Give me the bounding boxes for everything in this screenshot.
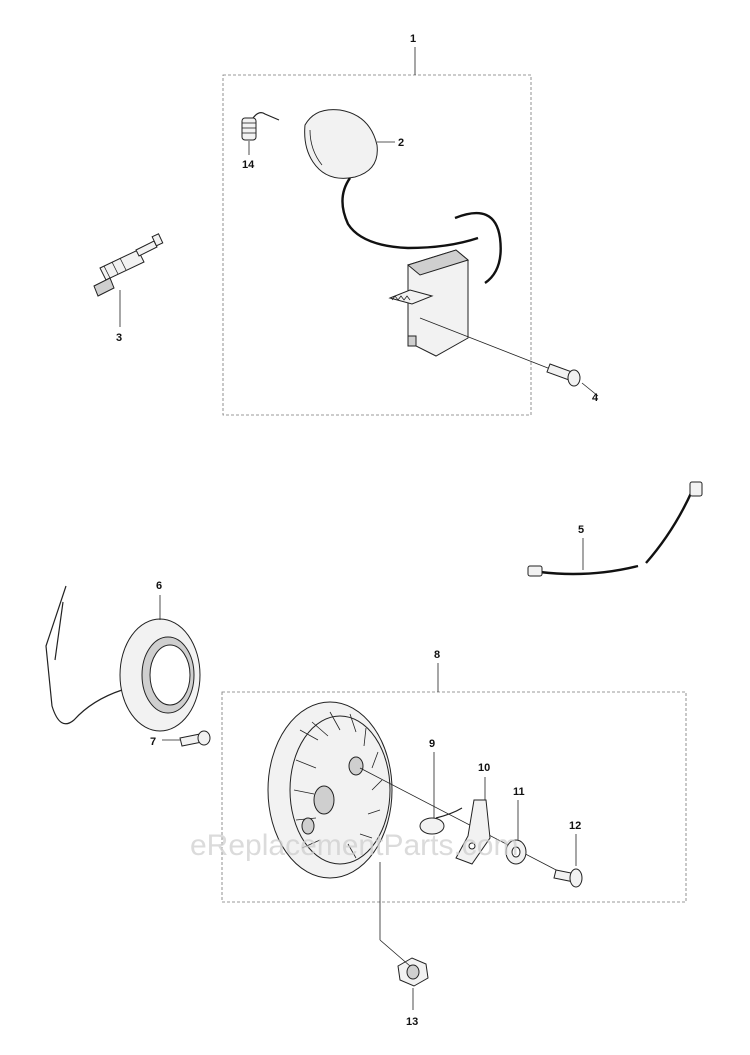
callout-4[interactable]: 4 bbox=[592, 392, 599, 404]
key-part[interactable] bbox=[419, 807, 463, 835]
callout-5[interactable]: 5 bbox=[578, 524, 584, 536]
ignition-module-part[interactable] bbox=[388, 249, 470, 357]
spark-plug-part[interactable] bbox=[93, 233, 164, 297]
callout-14[interactable]: 14 bbox=[242, 159, 255, 171]
callout-2[interactable]: 2 bbox=[398, 137, 404, 149]
callout-1[interactable]: 1 bbox=[410, 33, 416, 45]
starter-pawl-part[interactable] bbox=[455, 799, 491, 865]
screw-part-4[interactable] bbox=[546, 363, 581, 387]
screw-part-7[interactable] bbox=[179, 730, 211, 747]
spark-plug-boot-part[interactable] bbox=[304, 109, 502, 284]
ignition-wire-part[interactable] bbox=[527, 481, 703, 577]
kit-box-ignition-module bbox=[222, 74, 532, 416]
callout-7[interactable]: 7 bbox=[150, 736, 156, 748]
callout-11[interactable]: 11 bbox=[513, 786, 525, 798]
flywheel-nut-part[interactable] bbox=[397, 957, 429, 987]
ignition-coil-ring-part[interactable] bbox=[45, 585, 201, 732]
callout-9[interactable]: 9 bbox=[429, 738, 435, 750]
callout-13[interactable]: 13 bbox=[406, 1016, 418, 1028]
callout-8[interactable]: 8 bbox=[434, 649, 440, 661]
callout-12[interactable]: 12 bbox=[569, 820, 581, 832]
watermark: eReplacementParts.com bbox=[190, 829, 518, 862]
spring-part[interactable] bbox=[241, 112, 280, 141]
washer-part[interactable] bbox=[505, 839, 527, 865]
callout-10[interactable]: 10 bbox=[478, 762, 490, 774]
callout-3[interactable]: 3 bbox=[116, 332, 122, 344]
kit-box-flywheel bbox=[221, 691, 687, 903]
screw-part-12[interactable] bbox=[553, 868, 583, 888]
flywheel-part[interactable] bbox=[267, 701, 393, 879]
callout-6[interactable]: 6 bbox=[156, 580, 162, 592]
